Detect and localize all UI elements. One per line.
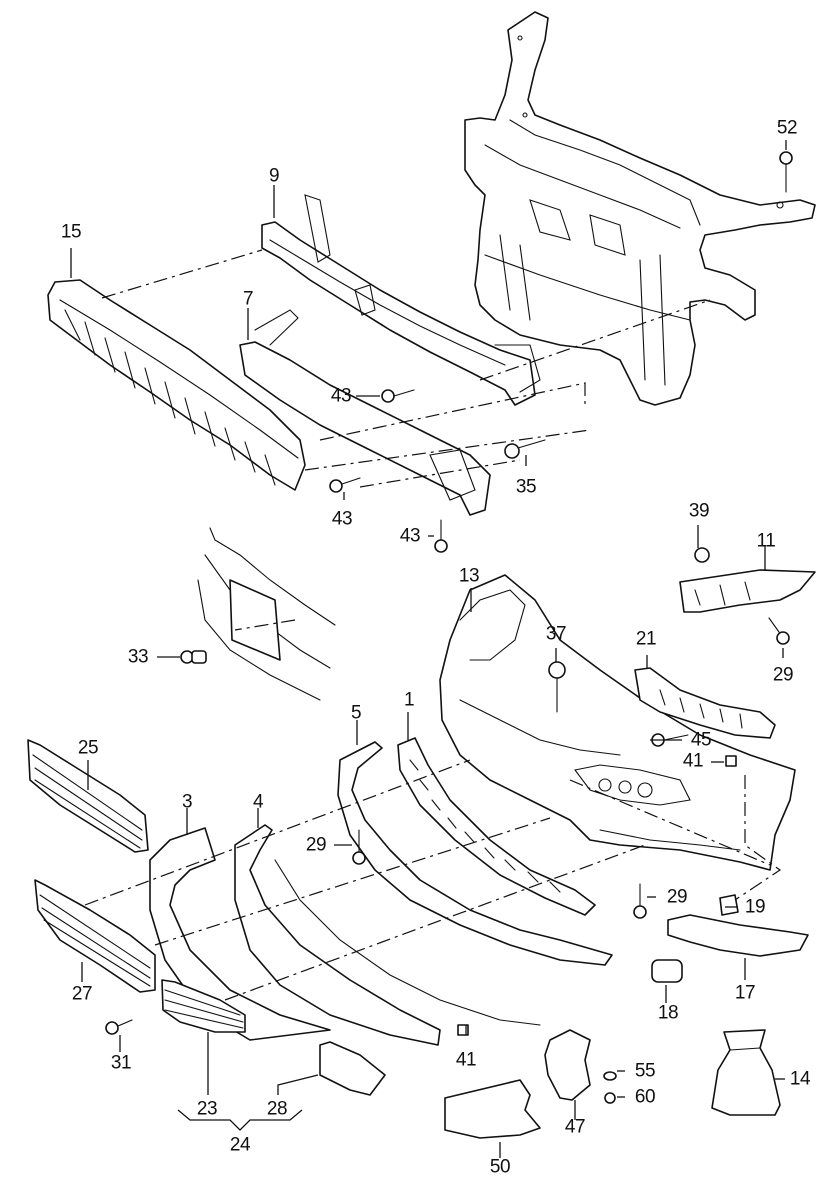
callout-43a: 43 [330, 385, 352, 407]
bolt-43b-icon [329, 477, 361, 493]
callout-43b: 43 [331, 508, 353, 530]
side-guide-bracket-11 [679, 569, 816, 613]
callout-45: 45 [690, 729, 712, 751]
lock-carrier [464, 11, 816, 406]
callout-21: 21 [635, 628, 657, 650]
side-moulding-17 [667, 914, 809, 957]
guide-profile-21 [634, 667, 776, 739]
trim-bracket-5 [337, 741, 613, 966]
callout-15: 15 [60, 221, 82, 243]
callout-13: 13 [458, 565, 480, 587]
fasteners [105, 151, 793, 1104]
screw-29c-icon [633, 883, 647, 919]
bumper-cover-outline [197, 527, 336, 701]
bumper-cover-13 [439, 574, 796, 871]
callout-50: 47 [564, 1116, 586, 1138]
end-cap-18 [651, 959, 683, 983]
callout-29a: 29 [772, 664, 794, 686]
nut-39-icon [694, 547, 710, 563]
callout-17: 17 [734, 982, 756, 1004]
callout-60: 60 [634, 1086, 656, 1108]
callout-41a: 41 [682, 750, 704, 772]
lower-spoiler-4 [234, 824, 541, 1046]
callout-18: 18 [657, 1002, 679, 1024]
fog-light-grille-23 [161, 979, 246, 1033]
bolt-47-icon [779, 151, 793, 193]
clip-19 [719, 894, 739, 916]
callout-4: 4 [252, 791, 264, 813]
bumper-reinforcement-9 [261, 194, 541, 406]
callout-28: 28 [266, 1098, 288, 1120]
callout-29b: 29 [305, 834, 327, 856]
callout-27: 27 [71, 983, 93, 1005]
callout-35: 35 [515, 476, 537, 498]
callout-23: 23 [196, 1098, 218, 1120]
callout-25: 25 [77, 737, 99, 759]
callout-55: 55 [634, 1060, 656, 1082]
callout-11: 11 [756, 530, 776, 552]
grille-strip-1 [397, 737, 596, 916]
nut-33-icon [180, 650, 207, 664]
callout-29c: 29 [666, 886, 688, 908]
callout-5: 5 [350, 702, 362, 724]
grille-insert-25 [27, 739, 149, 853]
callout-41b: 41 [455, 1049, 477, 1071]
screw-29a-icon [768, 617, 790, 645]
bolt-43c-icon [434, 519, 448, 553]
rivet-37-icon [548, 661, 566, 713]
screw-29b-icon [352, 829, 366, 865]
clip-41b-icon [457, 1024, 469, 1036]
cover-bag-14 [711, 1029, 781, 1116]
callout-7: 7 [242, 288, 254, 310]
callout-9: 9 [268, 165, 280, 187]
leader-lines [70, 140, 787, 1158]
callout-47: 52 [776, 117, 798, 139]
assembly-lines [84, 249, 782, 1001]
nut-60-icon [604, 1092, 616, 1104]
grille-insert-27 [34, 879, 156, 993]
energy-absorber-15 [47, 279, 306, 491]
bolt-35-icon [504, 439, 546, 459]
impact-absorber-lower-7 [239, 309, 491, 516]
clip-41a-icon [725, 755, 737, 767]
callout-39: 39 [688, 500, 710, 522]
callout-1: 1 [403, 689, 415, 711]
callout-52: 50 [489, 1156, 511, 1178]
washer-55-icon [603, 1071, 617, 1081]
callout-33: 33 [127, 646, 149, 668]
callout-24: 24 [229, 1134, 251, 1156]
screw-31-icon [105, 1019, 133, 1035]
bolt-43a-icon [381, 389, 415, 403]
callout-3: 3 [181, 791, 193, 813]
air-duct-28 [319, 1041, 386, 1096]
callout-14: 14 [789, 1068, 811, 1090]
callout-19: 19 [744, 896, 766, 918]
callout-43c: 43 [399, 525, 421, 547]
callout-37: 37 [545, 623, 567, 645]
air-guide-52 [444, 1079, 541, 1139]
callout-31: 31 [110, 1052, 132, 1074]
washer-bracket-50 [544, 1029, 591, 1101]
